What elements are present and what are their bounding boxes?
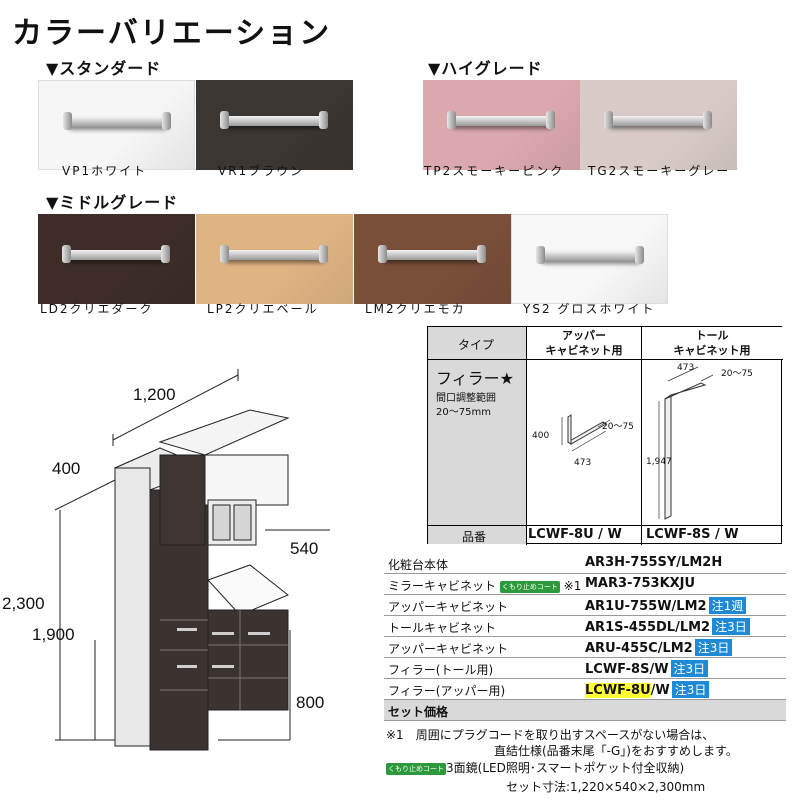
- color-swatch: [511, 214, 668, 304]
- set-size: セット寸法:1,220×540×2,300mm: [506, 780, 706, 794]
- item-code-suffix: /W: [650, 683, 670, 698]
- filler-spec-table: タイプ アッパー キャビネット用 トール キャビネット用 フィラー★ 間口調整範…: [427, 326, 783, 545]
- note-mirror-text: 3面鏡(LED照明･スマートポケット付全収納): [446, 761, 685, 775]
- col-tall-label: トール キャビネット用: [673, 329, 751, 357]
- swatch-label: LM2クリエモカ: [365, 302, 466, 316]
- item-label: 化粧台本体: [388, 558, 449, 572]
- item-code: AR1S-455DL/LM2: [585, 620, 711, 635]
- tall-dim-adjust: 20〜75: [721, 369, 753, 379]
- note-1b: 直結仕様(品番末尾「-G」)をおすすめします。: [494, 744, 738, 758]
- color-swatch: [196, 214, 353, 304]
- item-code: LCWF-8S/W: [585, 662, 669, 677]
- drawer-handle-icon: [220, 111, 328, 129]
- color-swatch: [38, 214, 195, 304]
- item-label: トールキャビネット: [388, 621, 497, 635]
- note-marker: ※1: [563, 579, 582, 593]
- drawer-handle-icon: [63, 112, 171, 130]
- anti-fog-badge: くもり止めコート: [499, 580, 560, 593]
- item-label: ミラーキャビネット: [388, 579, 497, 593]
- swatch-label: TG2スモーキーグレー: [588, 164, 731, 178]
- lead-time-badge: 注3日: [694, 639, 733, 656]
- upper-dim-adjust: 20〜75: [602, 422, 634, 432]
- swatch-label: LP2クリエベール: [207, 302, 319, 316]
- upper-part-number: LCWF-8U / W: [528, 527, 622, 542]
- swatch-label: VR1ブラウン: [218, 164, 305, 178]
- col-upper-label: アッパー キャビネット用: [545, 329, 623, 357]
- set-price-row: セット価格: [384, 700, 786, 721]
- drawer-handle-icon: [447, 111, 555, 129]
- grade-middle-heading: ▼ミドルグレード: [46, 193, 179, 212]
- item-code: MAR3-753KXJU: [585, 576, 696, 591]
- dim-mid-height: 1,900: [32, 625, 75, 644]
- item-code-highlight: LCWF-8U: [585, 683, 651, 698]
- anti-fog-badge: くもり止めコート: [386, 762, 446, 775]
- dim-counter-height: 800: [296, 693, 325, 712]
- dim-lower-depth: 540: [290, 539, 319, 558]
- filler-label: フィラー★: [436, 369, 515, 388]
- drawer-handle-icon: [604, 111, 712, 129]
- col-type-label: タイプ: [458, 338, 495, 352]
- tall-dim-height: 1,947: [646, 457, 672, 467]
- color-swatch: [354, 214, 511, 304]
- tall-dim-width: 473: [677, 363, 695, 373]
- dim-total-height: 2,300: [2, 594, 45, 613]
- page-title: カラーバリエーション: [12, 16, 332, 51]
- item-label: アッパーキャビネット: [388, 642, 509, 656]
- item-code: ARU-455C/LM2: [585, 641, 693, 656]
- tall-filler-sketch: [658, 366, 714, 520]
- grade-high-heading: ▼ハイグレード: [428, 59, 543, 78]
- upper-dim-width: 473: [574, 458, 592, 468]
- list-item: ミラーキャビネット くもり止めコート ※1 MAR3-753KXJU: [384, 574, 786, 595]
- part-no-label: 品番: [462, 530, 487, 544]
- swatch-label: VP1ホワイト: [62, 164, 148, 178]
- color-swatch: [423, 80, 580, 170]
- lead-time-badge: 注1週: [708, 597, 747, 614]
- drawer-handle-icon: [536, 246, 644, 264]
- lead-time-badge: 注3日: [670, 660, 709, 677]
- item-label: フィラー(トール用): [388, 663, 494, 677]
- item-label: アッパーキャビネット: [388, 600, 509, 614]
- lead-time-badge: 注3日: [671, 681, 710, 698]
- drawer-handle-icon: [62, 245, 170, 263]
- swatch-label: TP2スモーキーピンク: [424, 164, 565, 178]
- swatch-label: YS2 グロスホワイト: [523, 302, 656, 316]
- drawer-handle-icon: [378, 245, 486, 263]
- lead-time-badge: 注3日: [712, 618, 750, 635]
- list-item: 化粧台本体 AR3H-755SY/LM2H: [384, 553, 786, 574]
- range-value: 20〜75mm: [436, 407, 491, 418]
- note-1a: ※1 周囲にプラグコードを取り出すスペースがない場合は、: [386, 728, 715, 742]
- grade-standard-heading: ▼スタンダード: [46, 59, 162, 78]
- item-code: AR1U-755W/LM2: [585, 599, 707, 614]
- dim-upper-depth: 400: [52, 459, 81, 478]
- item-label: フィラー(アッパー用): [388, 684, 506, 698]
- item-code: AR3H-755SY/LM2H: [585, 555, 723, 570]
- range-label: 間口調整範囲: [436, 393, 496, 404]
- color-swatch: [196, 80, 353, 170]
- cabinet-diagram: [54, 369, 330, 751]
- color-swatch: [38, 80, 195, 170]
- color-swatch: [580, 80, 737, 170]
- dim-width: 1,200: [133, 385, 176, 404]
- drawer-handle-icon: [220, 245, 328, 263]
- swatch-label: LD2クリエダーク: [40, 302, 154, 316]
- upper-dim-height: 400: [532, 431, 550, 441]
- tall-part-number: LCWF-8S / W: [646, 527, 739, 542]
- upper-filler-sketch: [561, 414, 611, 452]
- set-price-label: セット価格: [388, 705, 449, 719]
